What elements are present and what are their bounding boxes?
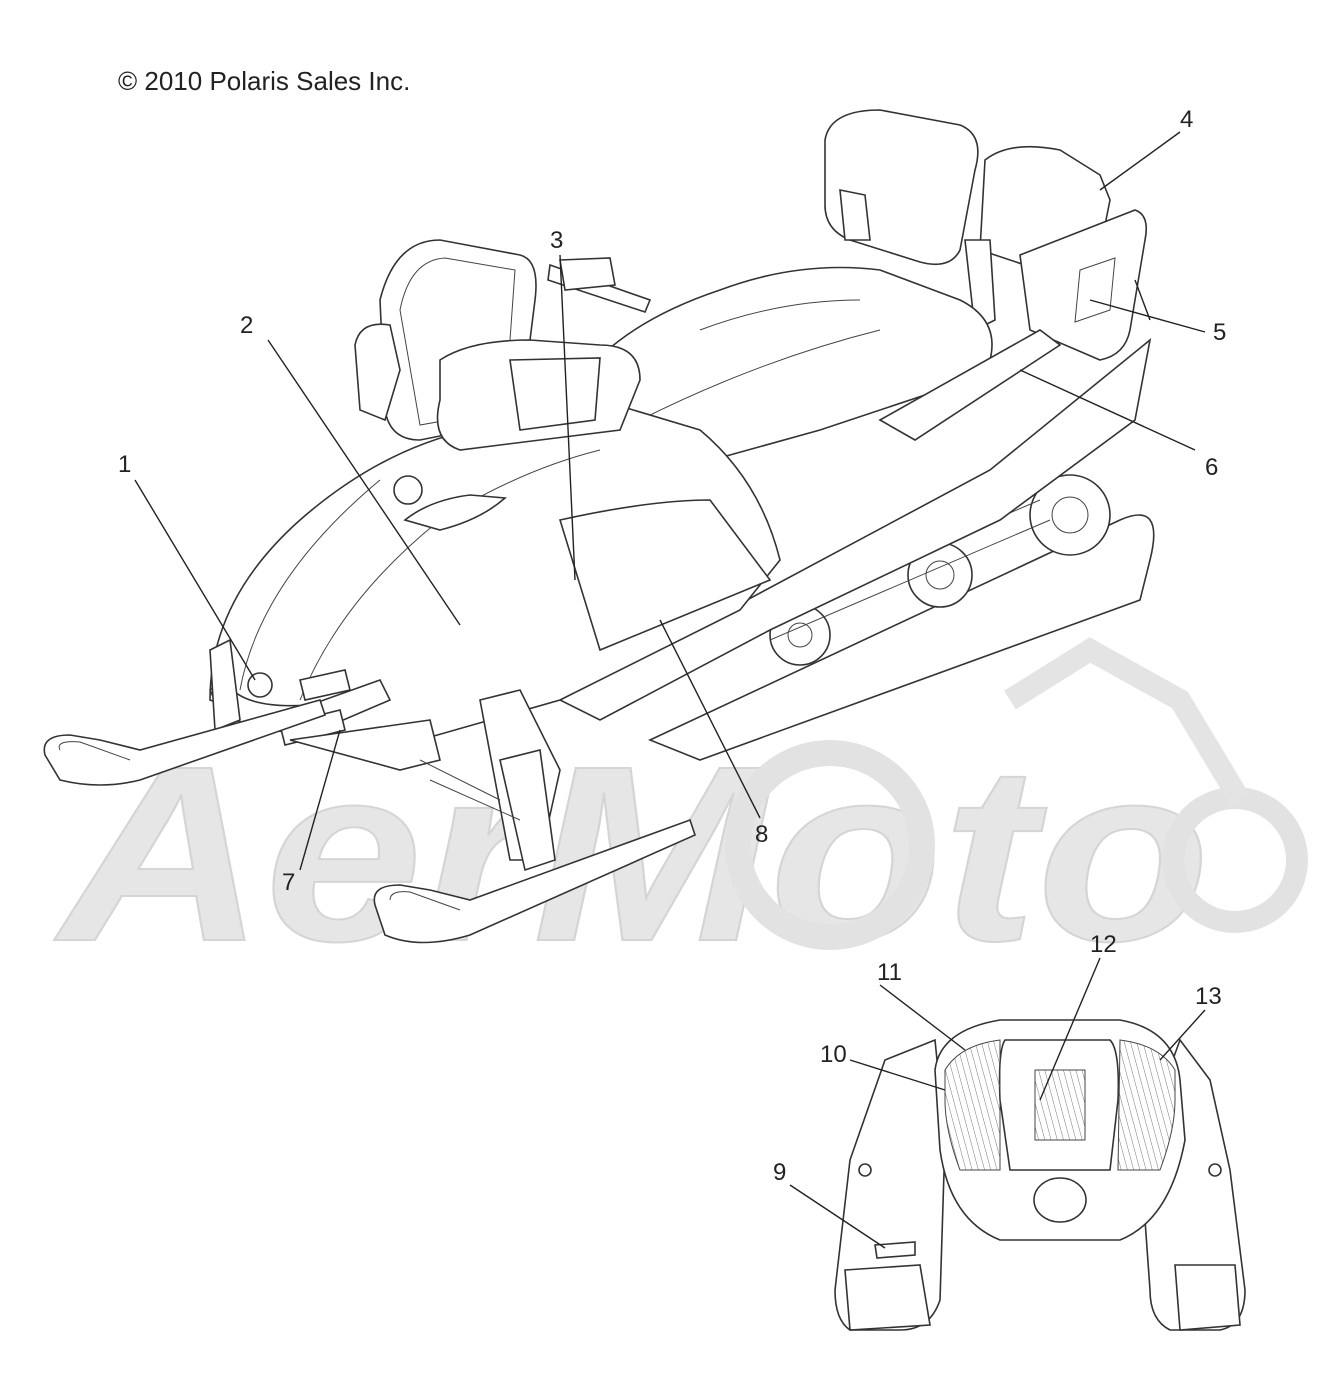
- front-suspension-links: [419, 759, 521, 821]
- callout-11: 11: [877, 959, 902, 986]
- leader-line-5: [1089, 299, 1206, 333]
- copyright-text: © 2010 Polaris Sales Inc.: [118, 66, 410, 96]
- right-ski: [373, 818, 696, 944]
- rear-bumper: [1019, 209, 1148, 361]
- rear-idler-wheel: [1029, 474, 1111, 556]
- right-ski-loop: [389, 891, 461, 911]
- snowmobile-side-view: [43, 109, 1155, 944]
- left-spindle: [209, 638, 241, 732]
- passenger-backrest: [824, 109, 979, 266]
- leader-line-8: [659, 619, 761, 819]
- belly-pan: [289, 719, 441, 771]
- callout-3: 3: [550, 227, 563, 254]
- front-view-left-footrest: [844, 1264, 931, 1331]
- watermark-motorcycle-frame: [1004, 637, 1250, 806]
- leader-line-6: [1019, 369, 1196, 451]
- nose-badge: [299, 669, 351, 701]
- callout-4: 4: [1180, 106, 1193, 133]
- callout-10: 10: [820, 1041, 847, 1068]
- front-view-left-side: [834, 1038, 946, 1331]
- snowmobile-front-view: [834, 1019, 1246, 1331]
- leader-line-9: [789, 1184, 886, 1249]
- leader-line-13: [1159, 1009, 1206, 1061]
- watermark-wheel-left: [725, 740, 935, 950]
- headlight: [247, 672, 273, 698]
- gauge-pod: [509, 357, 601, 431]
- front-view-left-bolt: [858, 1163, 872, 1177]
- callout-7: 7: [282, 869, 295, 896]
- leader-line-5b: [1134, 279, 1151, 321]
- left-ski-loop: [58, 741, 131, 761]
- right-spindle: [499, 749, 556, 872]
- callout-9: 9: [773, 1159, 786, 1186]
- front-view-right-decal: [1117, 1039, 1176, 1171]
- front-view-left-decal: [944, 1039, 1001, 1171]
- leader-line-10: [849, 1059, 946, 1091]
- callout-6: 6: [1205, 454, 1218, 481]
- left-ski: [43, 699, 327, 786]
- front-view-right-bolt: [1208, 1163, 1222, 1177]
- callout-labels: 1 2 3 4 5 6 7 8 9 10 11 12 13: [118, 106, 1226, 1186]
- rear-side-decal-area: [1074, 257, 1116, 323]
- left-side-deflector: [354, 323, 401, 422]
- callout-8: 8: [755, 821, 768, 848]
- rear-idler-hub: [1051, 496, 1089, 534]
- track-assembly: [647, 514, 1155, 761]
- leader-lines: [134, 131, 1206, 1249]
- front-view-small-decal: [874, 1241, 916, 1259]
- callout-12: 12: [1090, 931, 1117, 958]
- callout-2: 2: [240, 312, 253, 339]
- leader-line-2: [267, 339, 461, 626]
- hood-vent: [403, 494, 507, 531]
- callout-1: 1: [118, 451, 131, 478]
- hood-cowl: [209, 399, 781, 741]
- seat-side-rail: [878, 329, 1062, 441]
- middle-idler-hub: [925, 560, 955, 590]
- seat-stitching: [639, 299, 881, 421]
- backrest-support-left: [839, 189, 871, 241]
- front-view-headlight: [1033, 1177, 1087, 1223]
- leader-line-11: [879, 984, 966, 1051]
- mirror-knob: [393, 475, 423, 505]
- leader-line-1: [134, 479, 256, 681]
- leader-line-4: [1099, 131, 1181, 191]
- leader-line-12: [1039, 957, 1101, 1101]
- throttle-control: [559, 257, 616, 291]
- callout-13: 13: [1195, 983, 1222, 1010]
- front-view-right-footrest: [1174, 1264, 1241, 1331]
- leader-line-3: [559, 254, 576, 581]
- leader-line-7: [299, 729, 341, 871]
- front-view-center-decal: [1034, 1069, 1086, 1141]
- front-idler-hub: [787, 622, 813, 648]
- callout-5: 5: [1213, 319, 1226, 346]
- side-panel-upper: [558, 499, 772, 652]
